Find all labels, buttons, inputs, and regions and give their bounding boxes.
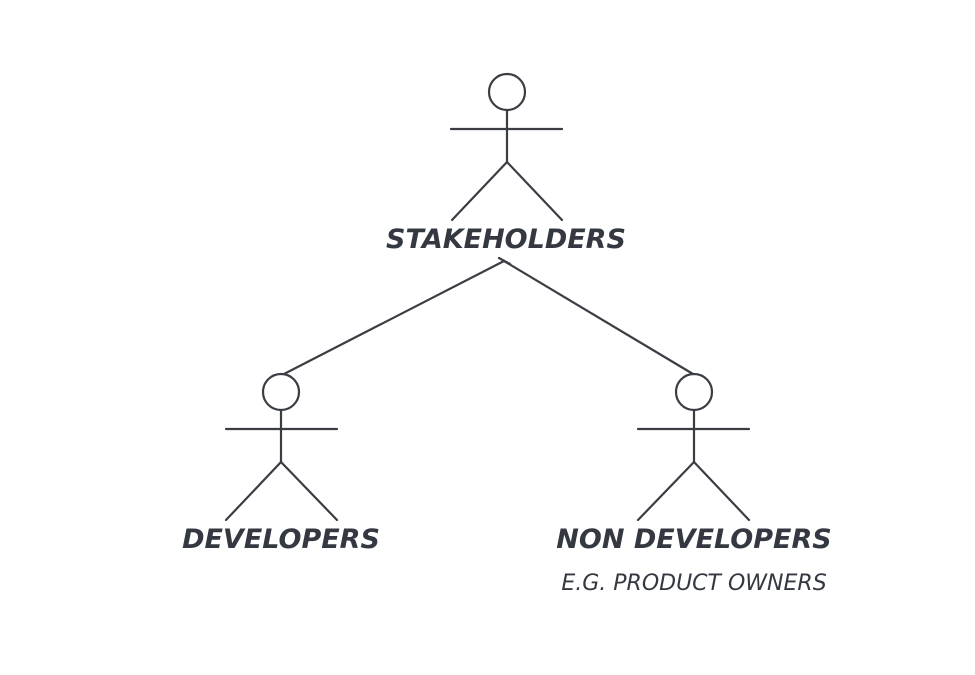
non-developers-head [674,372,714,412]
stakeholders-left-leg [450,160,509,222]
stakeholders-head [487,72,527,112]
non-developers-left-leg [636,460,696,522]
developers-label: DEVELOPERS [182,524,380,555]
non-developers-actor [636,372,751,522]
connector-tick [497,256,512,266]
developers-left-leg [224,460,283,522]
non-developers-label: NON DEVELOPERS [556,524,831,555]
connector-to-developers [282,259,506,376]
developers-head [261,372,301,412]
stakeholders-label: STAKEHOLDERS [386,224,626,255]
non-developers-sublabel: E.G. PRODUCT OWNERS [561,571,826,596]
connector-to-non-developers [502,259,695,376]
non-developers-right-leg [692,460,751,522]
tree-connectors [282,256,695,376]
stakeholders-right-leg [505,160,564,222]
developers-actor [224,372,339,522]
stakeholders-actor [449,72,564,222]
developers-right-leg [279,460,339,522]
